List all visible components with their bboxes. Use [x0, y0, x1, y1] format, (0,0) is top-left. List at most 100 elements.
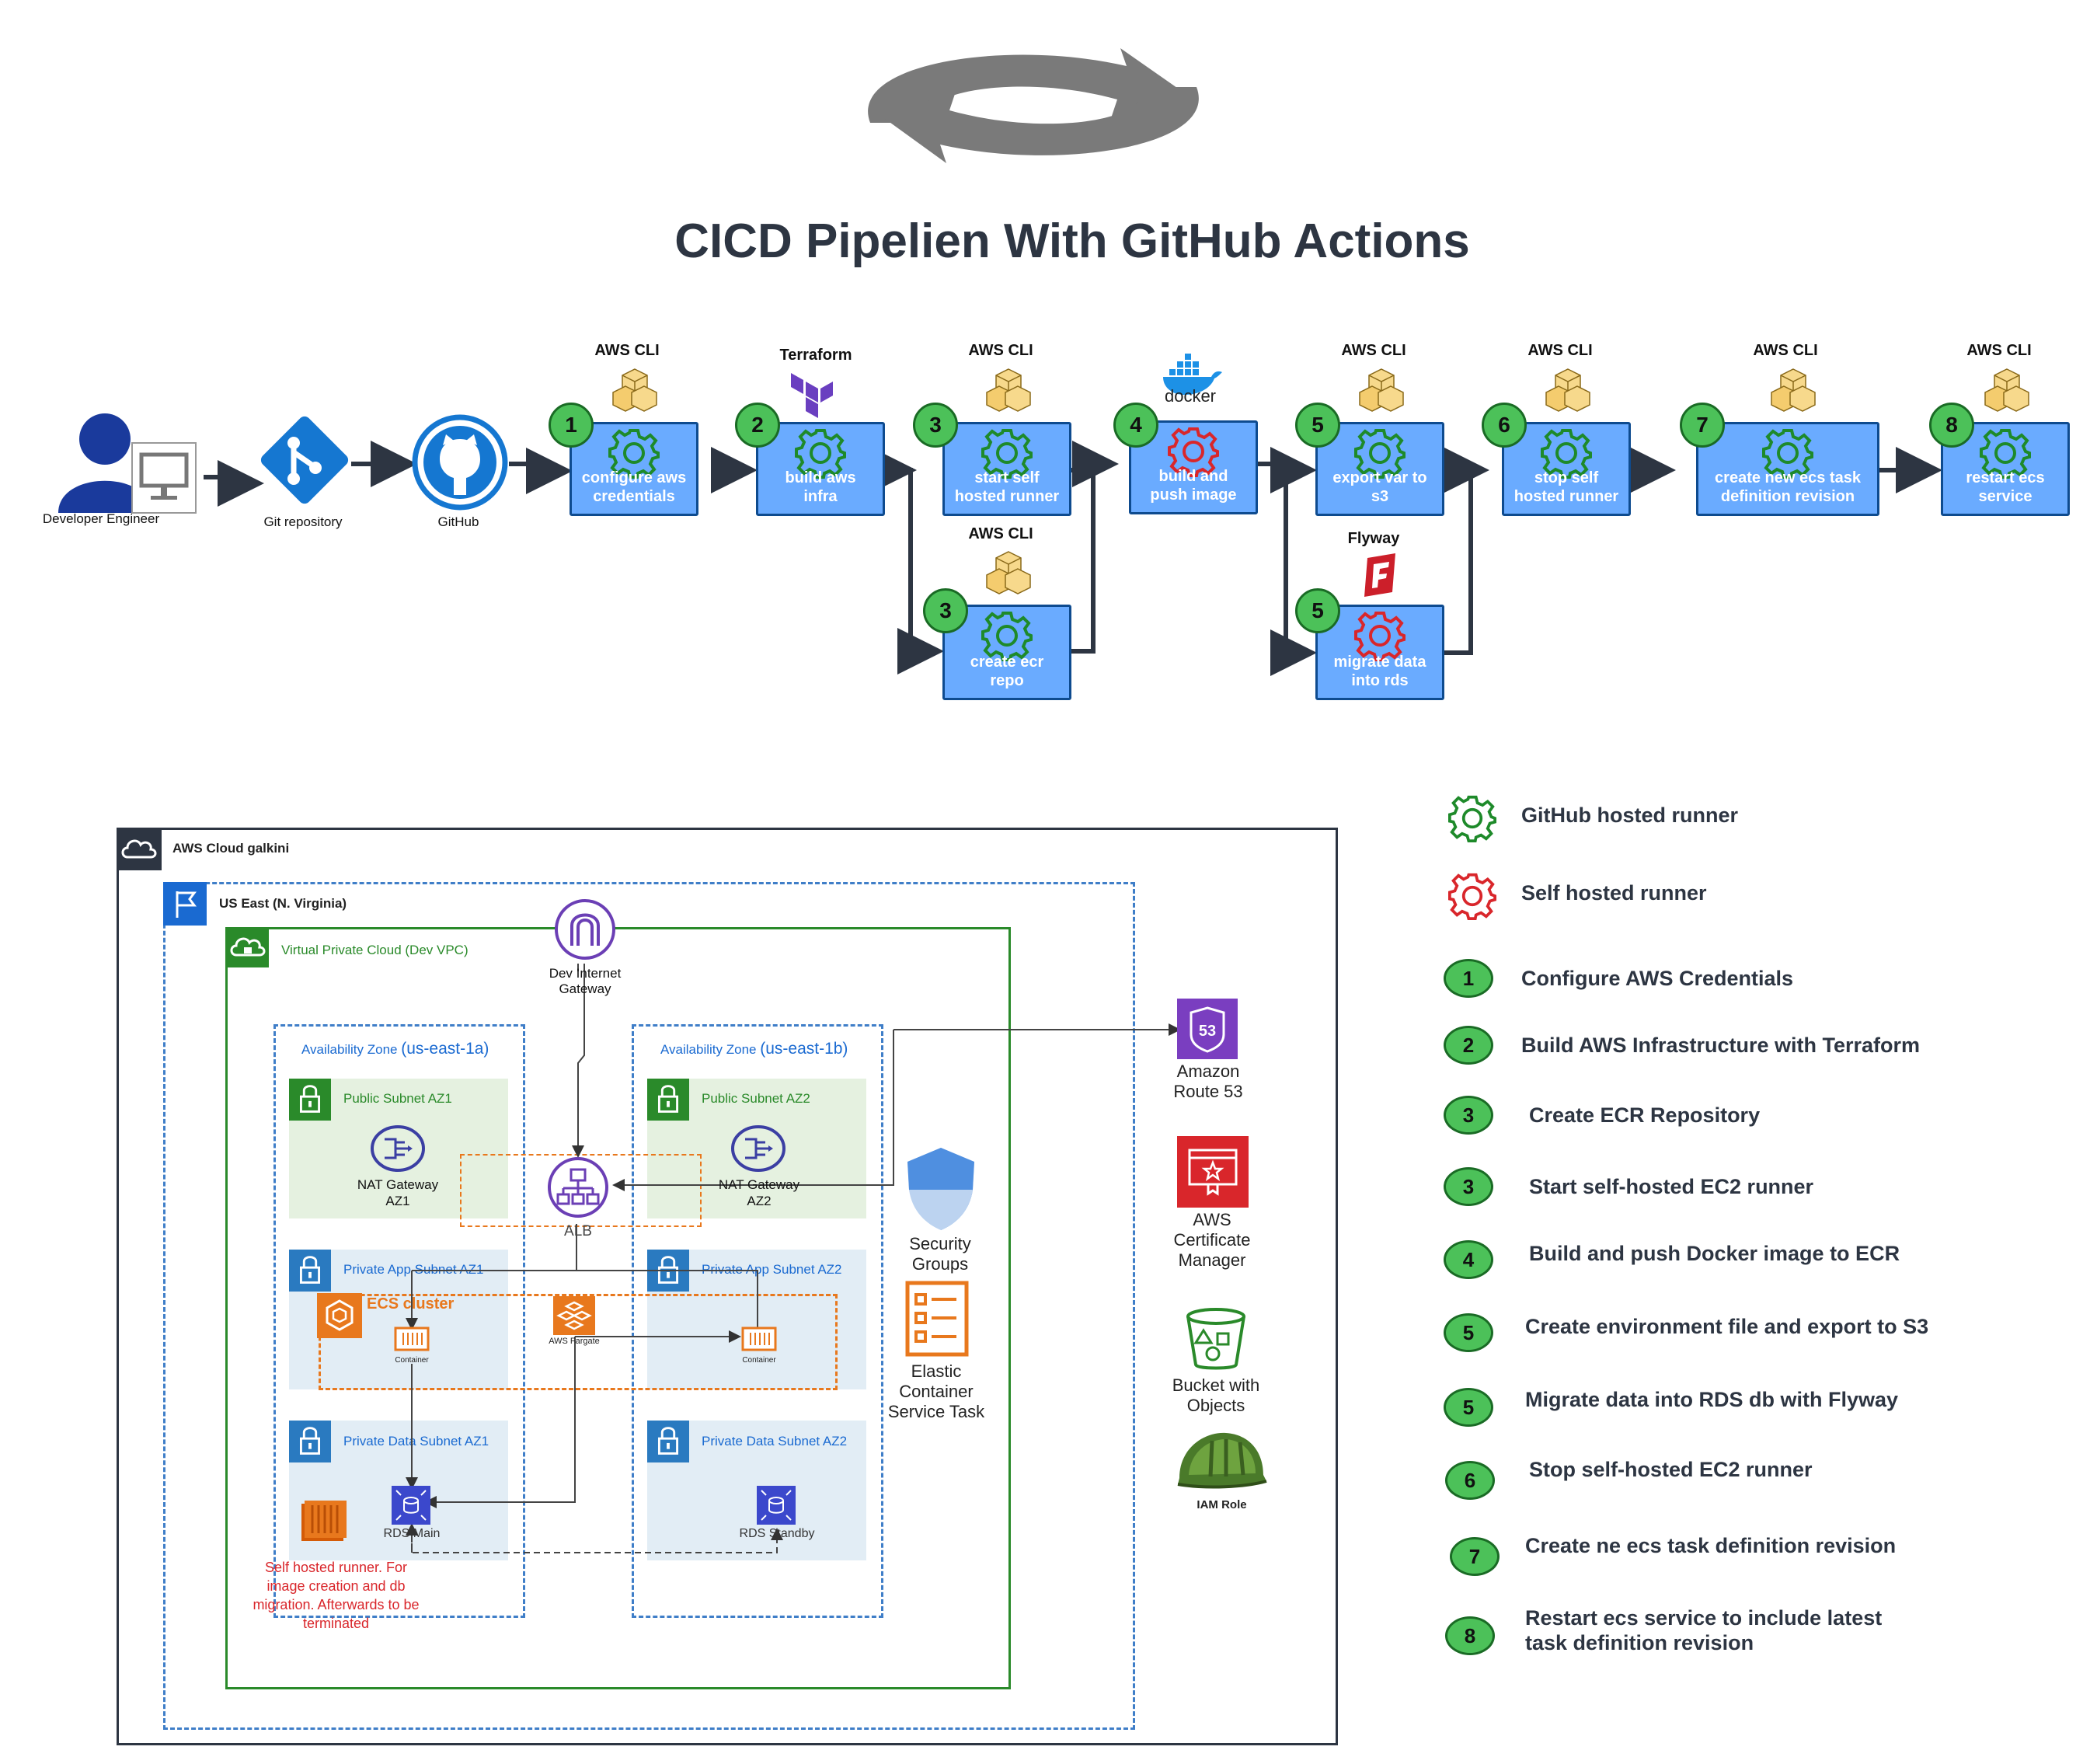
ec2-runner-icon [301, 1501, 347, 1541]
legend-item-8: Restart ecs service to include latest ta… [1525, 1605, 1882, 1655]
github-runner-legend-icon [1445, 794, 1500, 842]
legend-item-2: Build AWS Infrastructure with Terraform [1521, 1034, 1921, 1057]
az1-code: (us-east-1a) [401, 1040, 489, 1058]
step-6-tool: AWS CLI [1527, 342, 1593, 359]
igw-line-1: Dev Internet [549, 966, 622, 981]
ecs-task-line-3: Service Task [887, 1402, 985, 1421]
legend-num-6: 6 [1445, 1461, 1495, 1500]
flyway-icon [1364, 553, 1395, 597]
step-7-text-2: definition revision [1720, 488, 1855, 505]
legend-num-5a: 5 [1444, 1313, 1493, 1352]
legend-num-1: 1 [1444, 959, 1493, 998]
legend-item-5a: Create environment file and export to S3 [1525, 1315, 1929, 1338]
github-icon [412, 414, 508, 511]
step-3a-tool: AWS CLI [968, 342, 1033, 359]
private-data-subnet-az1-label: Private Data Subnet AZ1 [343, 1434, 489, 1449]
az2-label: Availability Zone (us-east-1b) [660, 1040, 848, 1058]
step-1-text-1: configure aws [581, 469, 687, 486]
step-1-box[interactable]: configure aws credentials [570, 422, 698, 516]
step-3a-text-2: hosted runner [954, 488, 1060, 505]
route53-badge: 53 [1199, 1023, 1216, 1040]
rds-main-label: RDS Main [383, 1527, 441, 1540]
fargate-label: AWS Fargate [549, 1337, 600, 1346]
iam-role-label: IAM Role [1197, 1498, 1247, 1511]
runner-note-1: Self hosted runner. For [264, 1560, 408, 1575]
step-4-number: 4 [1113, 403, 1158, 448]
alb-icon [548, 1157, 608, 1218]
route53-line-2: Route 53 [1173, 1082, 1243, 1101]
az1-label: Availability Zone (us-east-1a) [301, 1040, 489, 1058]
legend-item-1: Configure AWS Credentials [1521, 967, 1794, 990]
runner-note-3: migration. Afterwards to be [253, 1597, 420, 1612]
step-1-text-2: credentials [593, 488, 675, 505]
ecs-task-line-1: Elastic [911, 1361, 962, 1381]
step-8-text-1: restart ecs [1966, 469, 2045, 486]
region-flag-icon [163, 882, 207, 926]
container-icon [394, 1326, 430, 1351]
legend-num-3b: 3 [1444, 1167, 1493, 1206]
s3-line-1: Bucket with [1172, 1375, 1260, 1395]
step-4-text-2: push image [1150, 486, 1237, 504]
ecs-task-icon [905, 1281, 969, 1357]
step-2-text-1: build aws [785, 469, 856, 486]
legend-num-5b: 5 [1444, 1388, 1493, 1427]
docker-label: docker [1164, 386, 1217, 406]
legend-num-2: 2 [1444, 1026, 1493, 1065]
legend-item-8-line-2: task definition revision [1525, 1631, 1754, 1654]
public-subnet-az1-label: Public Subnet AZ1 [343, 1091, 452, 1106]
github-label: GitHub [437, 514, 479, 529]
git-label: Git repository [263, 514, 343, 529]
step-5b-text-2: into rds [1351, 672, 1409, 689]
developer-icon [58, 413, 197, 514]
nat2-line-1: NAT Gateway [718, 1177, 800, 1192]
acm-line-1: AWS [1193, 1210, 1231, 1229]
step-4-text-1: build and [1158, 468, 1228, 485]
container-icon [741, 1326, 777, 1351]
aws-cloud-frame [117, 828, 1338, 1745]
step-5a-number: 5 [1295, 403, 1340, 448]
az1-frame [273, 1024, 525, 1618]
step-3b-text-2: repo [990, 672, 1024, 689]
igw-line-2: Gateway [559, 981, 611, 996]
step-5a-tool: AWS CLI [1341, 342, 1406, 359]
legend-item-6: Stop self-hosted EC2 runner [1529, 1458, 1813, 1481]
legend-item-3b: Start self-hosted EC2 runner [1529, 1175, 1814, 1198]
docker-icon [1163, 354, 1222, 396]
private-data-subnet-az2-label: Private Data Subnet AZ2 [702, 1434, 848, 1449]
developer-label: Developer Engineer [42, 511, 160, 526]
route53-line-1: Amazon [1176, 1062, 1240, 1081]
legend-item-3a: Create ECR Repository [1529, 1103, 1761, 1127]
ecs-cluster-label: ECS cluster [367, 1295, 455, 1313]
private-app-subnet-az1-label: Private App Subnet AZ1 [343, 1262, 484, 1277]
legend-item-4: Build and push Docker image to ECR [1529, 1242, 1900, 1265]
diagram-title: CICD Pipelien With GitHub Actions [674, 214, 1470, 268]
vpc-label: Virtual Private Cloud (Dev VPC) [281, 943, 469, 957]
cycle-arrows-icon [868, 48, 1199, 163]
nat-gateway-icon [731, 1125, 785, 1172]
step-6-text-2: hosted runner [1514, 488, 1619, 505]
step-2-tool: Terraform [779, 347, 852, 364]
container2-label: Container [742, 1356, 776, 1365]
legend-item-5b: Migrate data into RDS db with Flyway [1525, 1388, 1899, 1411]
region-frame [163, 882, 1135, 1730]
step-2-number: 2 [735, 403, 780, 448]
pipeline-connectors [204, 441, 1942, 676]
rds-icon [392, 1486, 430, 1525]
step-3b-tool: AWS CLI [968, 525, 1033, 542]
legend-num-3a: 3 [1444, 1096, 1493, 1135]
step-8-text-2: service [1978, 488, 2033, 505]
